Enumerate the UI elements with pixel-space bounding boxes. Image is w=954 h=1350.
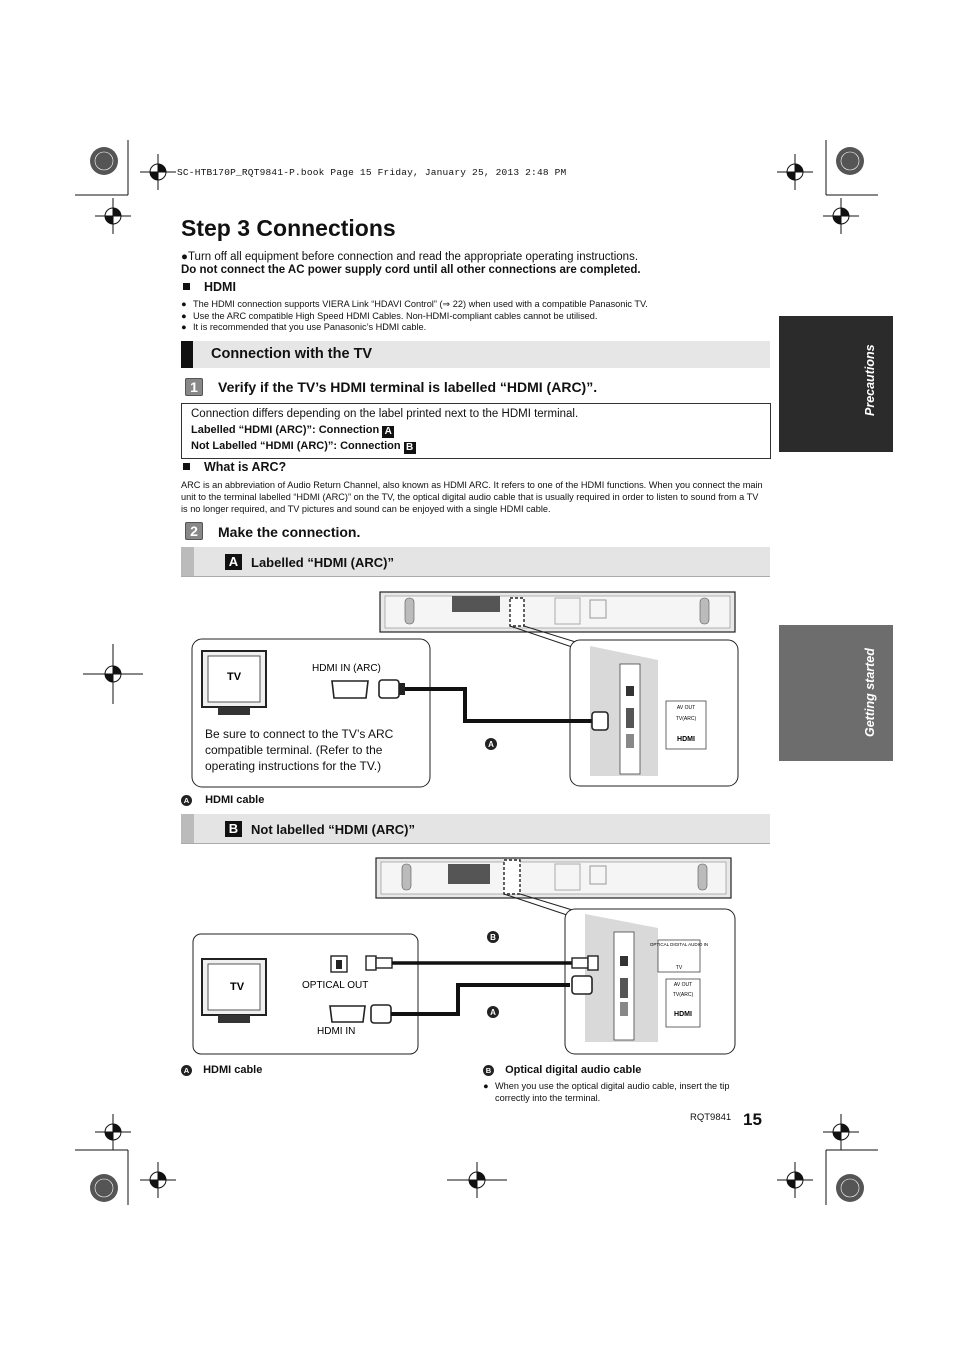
connection-b-heading: B Not labelled “HDMI (ARC)”	[181, 814, 770, 844]
square-bullet-icon	[183, 463, 190, 470]
step-number-2: 2	[185, 522, 203, 540]
circle-a-icon: A	[181, 795, 192, 806]
panel-tv-arc-label: TV(ARC)	[673, 992, 694, 998]
diagram-a: AV OUT TV(ARC) HDMI TV HDMI IN (ARC) A	[191, 591, 739, 788]
info-box: Connection differs depending on the labe…	[181, 403, 771, 459]
panel-optical-label: OPTICAL DIGITAL AUDIO IN	[650, 942, 708, 947]
legend-b-optical: B Optical digital audio cable	[483, 1064, 641, 1076]
intro-line: ●Turn off all equipment before connectio…	[181, 251, 639, 263]
section-bar: Connection with the TV	[181, 341, 770, 368]
hdmi-heading: HDMI	[183, 280, 236, 294]
hdmi-bullets: ●The HDMI connection supports VIERA Link…	[181, 299, 648, 334]
side-tab-precautions[interactable]: Precautions	[779, 316, 893, 452]
panel-tv-label: TV	[676, 965, 683, 971]
callout-a: A	[490, 1008, 496, 1017]
arc-note: Be sure to connect to the TV’s ARC compa…	[205, 727, 394, 773]
connection-b-title: Not labelled “HDMI (ARC)”	[251, 822, 415, 837]
bullet-item: ●It is recommended that you use Panasoni…	[181, 322, 427, 332]
diagram-b: OPTICAL DIGITAL AUDIO IN TV AV OUT TV(AR…	[192, 857, 736, 1055]
page-number: 15	[743, 1110, 762, 1129]
page-title: Step 3 Connections	[181, 215, 396, 241]
circle-b-icon: B	[483, 1065, 494, 1076]
panel-tv-arc-label: TV(ARC)	[676, 716, 697, 722]
panel-hdmi-logo: HDMI	[674, 1011, 692, 1018]
connection-a-heading: A Labelled “HDMI (ARC)”	[181, 547, 770, 577]
step-1-text: Verify if the TV’s HDMI terminal is labe…	[218, 379, 598, 395]
panel-hdmi-logo: HDMI	[677, 736, 695, 743]
intro-warning: Do not connect the AC power supply cord …	[181, 264, 641, 276]
tv-label: TV	[227, 671, 242, 683]
connection-tag-b: B	[403, 442, 416, 454]
optical-out-label: OPTICAL OUT	[302, 980, 368, 991]
callout-b: B	[490, 933, 496, 942]
connection-tag-a: A	[382, 426, 395, 438]
step-number-1: 1	[185, 378, 203, 396]
arc-heading: What is ARC?	[183, 460, 286, 474]
legend-b-hdmi: A HDMI cable	[181, 1064, 262, 1076]
book-header-line: SC-HTB170P_RQT9841-P.book Page 15 Friday…	[177, 167, 567, 178]
callout-a: A	[488, 740, 494, 749]
bullet-item: ●The HDMI connection supports VIERA Link…	[181, 299, 648, 309]
step-2-text: Make the connection.	[218, 524, 361, 540]
tv-label: TV	[230, 981, 245, 993]
hdmi-in-label: HDMI IN	[317, 1026, 355, 1037]
document-code: RQT9841	[690, 1112, 732, 1123]
circle-a-icon: A	[181, 1065, 192, 1076]
square-bullet-icon	[183, 283, 190, 290]
panel-av-out-label: AV OUT	[677, 705, 695, 711]
optical-note: ●When you use the optical digital audio …	[483, 1081, 730, 1103]
panel-av-out-label: AV OUT	[674, 982, 692, 988]
legend-a: A HDMI cable	[181, 794, 264, 806]
bullet-item: ●Use the ARC compatible High Speed HDMI …	[181, 310, 598, 321]
section-title: Connection with the TV	[211, 346, 373, 362]
info-box-line: Connection differs depending on the labe…	[191, 408, 579, 420]
connection-b-letter: B	[225, 821, 242, 837]
side-tab-getting-started[interactable]: Getting started	[779, 625, 893, 761]
intro: ●Turn off all equipment before connectio…	[181, 251, 641, 277]
connection-a-title: Labelled “HDMI (ARC)”	[251, 555, 394, 570]
hdmi-in-arc-label: HDMI IN (ARC)	[312, 663, 381, 674]
arc-description: ARC is an abbreviation of Audio Return C…	[181, 480, 763, 514]
connection-a-letter: A	[225, 554, 242, 570]
